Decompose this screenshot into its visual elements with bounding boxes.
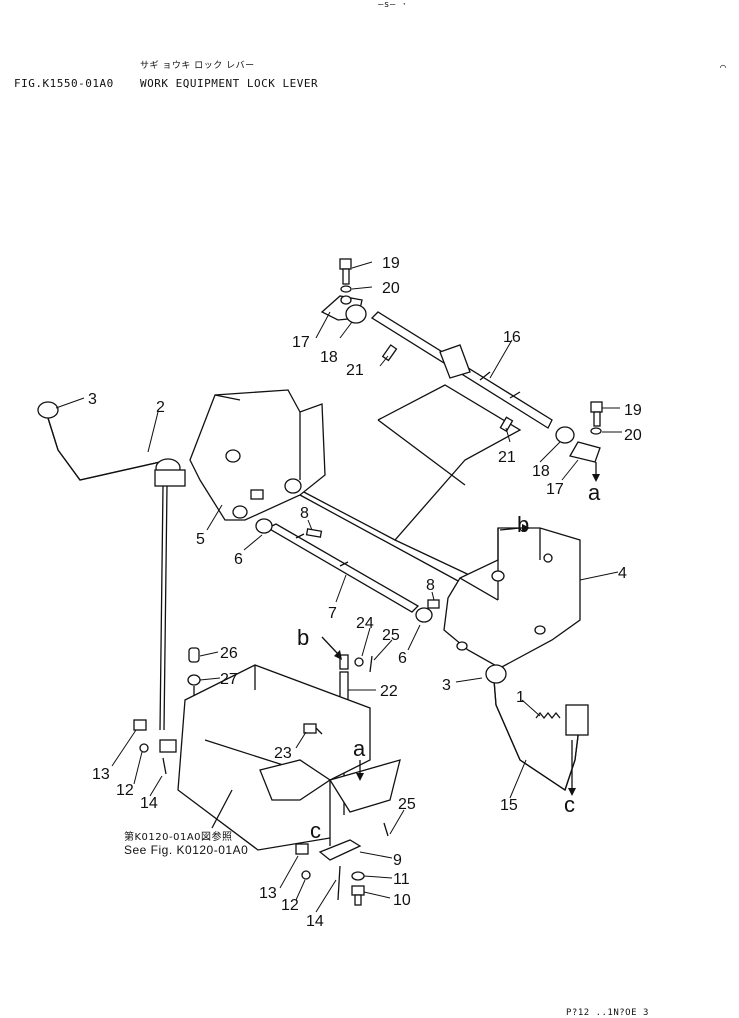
callout-number: 22: [380, 683, 398, 700]
bearing-17-18-right: [555, 401, 603, 482]
arrow-letter: c: [564, 792, 575, 817]
callout-number: 1: [516, 689, 525, 706]
callout-number: 18: [532, 463, 550, 480]
callout-number: 12: [116, 782, 134, 799]
arrow-letter: b: [297, 625, 309, 650]
figure-title: WORK EQUIPMENT LOCK LEVER: [140, 77, 319, 90]
title-kana: サギ ョウキ ロック レバー: [140, 61, 255, 71]
lever-2: [37, 401, 186, 731]
callout-number: 15: [500, 797, 518, 814]
callout-number: 8: [426, 577, 435, 594]
callout-number: 3: [88, 391, 97, 408]
reference-note-en: See Fig. K0120-01A0: [124, 843, 249, 857]
callout-number: 14: [306, 913, 324, 930]
console-box: [177, 664, 401, 851]
figure-number: FIG.K1550-01A0: [14, 77, 114, 90]
bracket-5: [189, 389, 326, 521]
spring-15: [535, 711, 561, 720]
bearing-17-18-left: [320, 295, 367, 324]
callout-number: 26: [220, 645, 238, 662]
bolt-26-nut-27: [187, 647, 201, 730]
callout-number: 21: [498, 449, 516, 466]
callout-number: 6: [234, 551, 243, 568]
reference-note-jp: 第K0120-01A0図参照: [124, 832, 233, 843]
indicator-arrows: [321, 524, 530, 781]
corner-mark: ⌒: [720, 62, 727, 73]
callout-number: 13: [259, 885, 277, 902]
bolt-19-upper: [339, 258, 352, 293]
callout-number: 7: [328, 605, 337, 622]
callout-number: 20: [382, 280, 400, 297]
callout-number: 5: [196, 531, 205, 548]
callout-number: 16: [503, 329, 521, 346]
arrow-letter: a: [353, 736, 366, 761]
callout-number: 21: [346, 362, 364, 379]
bracket-4: [443, 527, 581, 669]
callout-number: 20: [624, 427, 642, 444]
arrow-letter: a: [588, 480, 601, 505]
reference-plane: [299, 384, 522, 541]
plate-9-assembly: [295, 822, 389, 906]
callout-number: 18: [320, 349, 338, 366]
callout-number: 4: [618, 565, 627, 582]
fasteners-left: [133, 719, 177, 775]
callout-number: 11: [393, 871, 410, 888]
page-code: P?12 ..1N?OE 3: [566, 1008, 649, 1018]
callout-leaders: [55, 261, 622, 913]
callout-number: 19: [382, 255, 400, 272]
callout-number: 25: [382, 627, 400, 644]
callout-number: 3: [442, 677, 451, 694]
callout-number: 19: [624, 402, 642, 419]
top-mark: —s— ·: [378, 0, 408, 10]
arrow-letter: b: [517, 512, 529, 537]
upper-shaft-16: [370, 311, 553, 429]
arrow-letter-labels: a b b c a c: [297, 480, 601, 843]
callout-number: 25: [398, 796, 416, 813]
pin-21-right: [499, 416, 514, 433]
callout-number: 24: [356, 615, 374, 632]
arrow-letter: c: [310, 818, 321, 843]
callout-number: 13: [92, 766, 110, 783]
lever-1: [485, 664, 589, 796]
bolt-23: [303, 723, 323, 735]
callout-number: 9: [393, 852, 402, 869]
callout-number: 17: [292, 334, 310, 351]
leader-lines: [299, 494, 481, 583]
callout-number: 12: [281, 897, 299, 914]
pin-21-left: [381, 344, 398, 362]
callout-number: 10: [393, 892, 411, 909]
callout-number: 17: [546, 481, 564, 498]
callout-number: 6: [398, 650, 407, 667]
callout-number: 27: [220, 671, 238, 688]
callout-number: 14: [140, 795, 158, 812]
lower-shaft-7: [255, 518, 440, 623]
callout-number: 23: [274, 745, 292, 762]
callout-number: 2: [156, 399, 165, 416]
callout-number: 8: [300, 505, 309, 522]
